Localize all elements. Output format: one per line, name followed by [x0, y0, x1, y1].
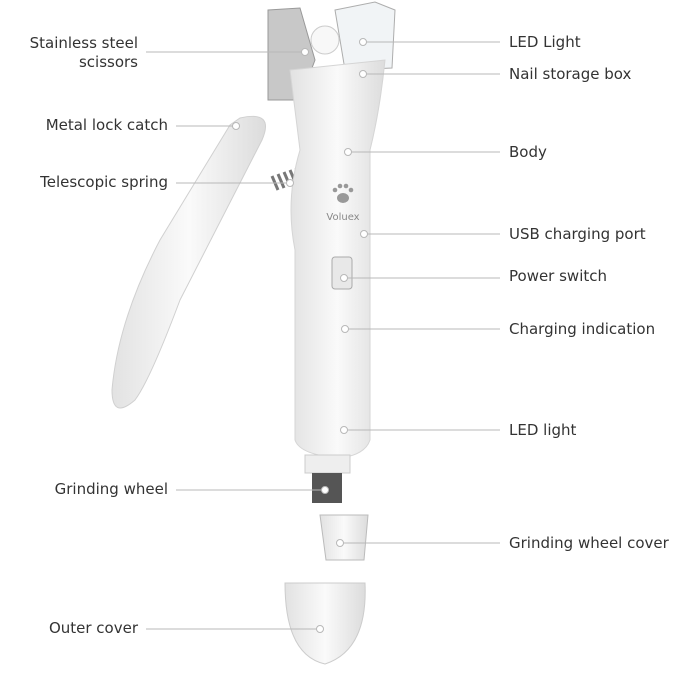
grinding-wheel-cover [319, 514, 369, 561]
label-usb-charging-port: USB charging port [509, 225, 646, 243]
label-charging-indication: Charging indication [509, 320, 656, 338]
leader-lines [146, 38, 500, 633]
label-metal-lock-catch: Metal lock catch [45, 116, 168, 134]
storage-box [334, 1, 396, 71]
paw-icon [332, 183, 354, 203]
label-telescopic-spring: Telescopic spring [40, 173, 168, 191]
label-body: Body [509, 143, 547, 161]
label-nail-storage-box: Nail storage box [509, 65, 632, 83]
label-grinding-wheel: Grinding wheel [54, 480, 168, 498]
brand-logo: Voluex [326, 212, 359, 223]
label-line-1: Stainless steel [29, 34, 138, 52]
outer-cover [284, 582, 366, 665]
label-outer-cover: Outer cover [48, 619, 138, 637]
label-line-2: scissors [78, 53, 138, 71]
label-power-switch: Power switch [509, 267, 608, 285]
label-grinding-wheel-cover: Grinding wheel cover [509, 534, 669, 552]
handle [111, 115, 266, 409]
power-switch[interactable] [331, 256, 353, 290]
label-led-light-bottom: LED light [509, 421, 577, 439]
label-led-light-top: LED Light [509, 33, 581, 51]
